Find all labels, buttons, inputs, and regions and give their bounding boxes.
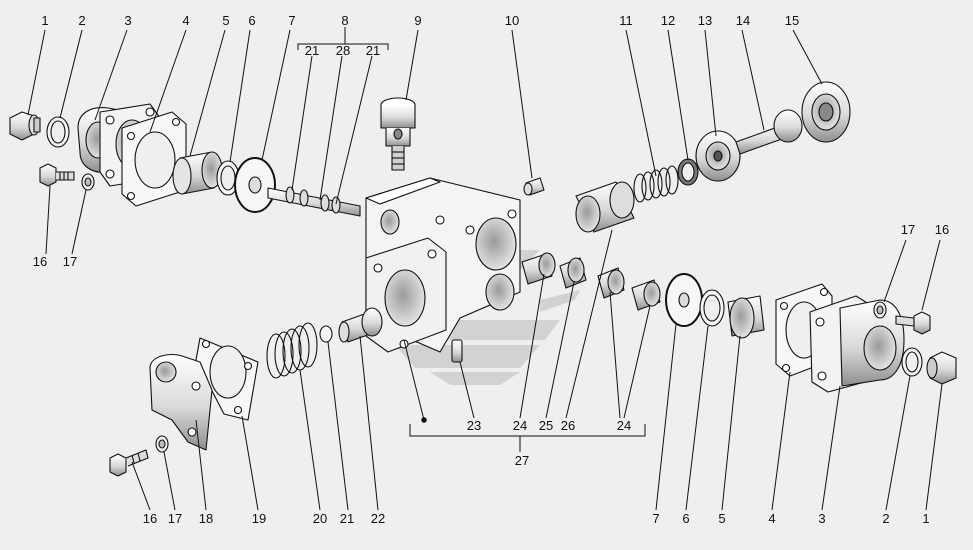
label-16-left: 16 <box>33 254 47 269</box>
ring-12 <box>677 158 699 186</box>
label-6-top: 6 <box>248 13 255 28</box>
label-8: 8 <box>341 13 348 28</box>
cap-15 <box>801 81 851 143</box>
label-17-left: 17 <box>63 254 77 269</box>
label-2-bottom: 2 <box>882 511 889 526</box>
plug-1-left <box>9 111 41 141</box>
label-21-b: 21 <box>366 43 380 58</box>
sleeve-25 <box>559 257 587 289</box>
ring-21 <box>319 325 333 343</box>
label-24-a: 24 <box>513 418 527 433</box>
bolt-16-bottom <box>109 449 149 477</box>
label-14: 14 <box>736 13 750 28</box>
label-18: 18 <box>199 511 213 526</box>
label-19: 19 <box>252 511 266 526</box>
spring-20 <box>266 322 318 379</box>
label-2-top: 2 <box>78 13 85 28</box>
label-3-bottom: 3 <box>818 511 825 526</box>
washer-17-left <box>81 173 95 191</box>
label-16-right: 16 <box>935 222 949 237</box>
gasket-4-left <box>121 111 187 207</box>
bolt-16-right <box>895 311 931 335</box>
pin-23 <box>451 339 463 363</box>
housing-3-right <box>809 295 905 393</box>
pin-14 <box>735 109 803 155</box>
bushing-5-left <box>172 151 223 195</box>
valve-body-27 <box>365 177 521 423</box>
plunger-22 <box>338 307 383 343</box>
label-9: 9 <box>414 13 421 28</box>
label-1-top: 1 <box>41 13 48 28</box>
label-20: 20 <box>313 511 327 526</box>
label-21-a: 21 <box>305 43 319 58</box>
label-7-top: 7 <box>288 13 295 28</box>
label-13: 13 <box>698 13 712 28</box>
bushing-5-right <box>727 295 765 339</box>
plug-1-right <box>926 351 957 385</box>
label-28: 28 <box>336 43 350 58</box>
label-3-top: 3 <box>124 13 131 28</box>
label-25: 25 <box>539 418 553 433</box>
valve-9 <box>380 97 416 171</box>
label-16-bottom: 16 <box>143 511 157 526</box>
gasket-19 <box>195 337 259 421</box>
label-7-bottom: 7 <box>652 511 659 526</box>
bolt-16-left <box>39 163 75 187</box>
disc-13 <box>695 130 741 182</box>
label-21-c: 21 <box>340 511 354 526</box>
label-6-bottom: 6 <box>682 511 689 526</box>
washer-17-bottom <box>155 435 169 453</box>
label-10: 10 <box>505 13 519 28</box>
label-4-top: 4 <box>182 13 189 28</box>
sleeve-24-a <box>521 252 556 285</box>
label-26: 26 <box>561 418 575 433</box>
leader-lines <box>27 27 943 511</box>
label-15: 15 <box>785 13 799 28</box>
label-5-bottom: 5 <box>718 511 725 526</box>
cover-18 <box>149 353 213 451</box>
ring-2-right <box>901 347 923 377</box>
label-12: 12 <box>661 13 675 28</box>
label-5-top: 5 <box>222 13 229 28</box>
label-4-bottom: 4 <box>768 511 775 526</box>
label-22: 22 <box>371 511 385 526</box>
label-24-b: 24 <box>617 418 631 433</box>
label-17-right: 17 <box>901 222 915 237</box>
label-11: 11 <box>619 13 633 28</box>
label-17-bottom: 17 <box>168 511 182 526</box>
label-1-bottom: 1 <box>922 511 929 526</box>
label-23: 23 <box>467 418 481 433</box>
washer-7-right <box>665 273 703 327</box>
part-labels: 1 2 3 4 5 6 7 8 21 28 21 9 10 11 12 13 1… <box>33 13 949 526</box>
sleeve-24-b <box>597 267 625 299</box>
sleeve-24-c <box>631 279 661 311</box>
spool-8 <box>267 186 361 217</box>
washer-7-left <box>234 157 276 213</box>
piston-26 <box>575 181 635 233</box>
washer-17-right <box>873 301 887 319</box>
sleeve-10 <box>523 177 545 196</box>
spring-11 <box>633 165 679 203</box>
ring-6-right <box>699 289 725 327</box>
label-27: 27 <box>515 453 529 468</box>
ring-2-left <box>46 116 70 148</box>
